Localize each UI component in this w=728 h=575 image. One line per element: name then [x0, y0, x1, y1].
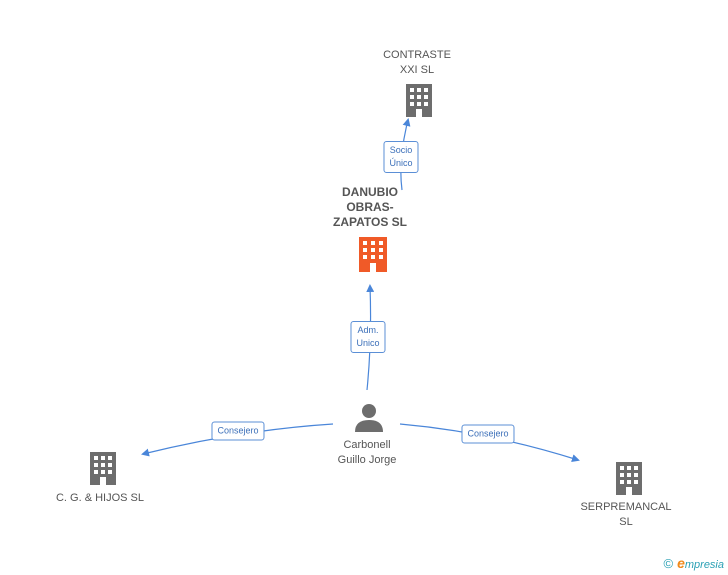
building-icon[interactable] [403, 83, 435, 117]
brand-name: mpresia [684, 559, 724, 571]
edge-label-consejero-right[interactable]: Consejero [461, 424, 515, 444]
edge-label-consejero-left[interactable]: Consejero [211, 421, 265, 441]
edge-label-socio-unico[interactable]: Socio Único [383, 141, 419, 173]
node-cg-label[interactable]: C. G. & HIJOS SL [55, 492, 145, 504]
node-person-label[interactable]: Carbonell Guillo Jorge [337, 439, 397, 466]
copyright-icon: © [663, 556, 674, 571]
building-icon[interactable] [357, 236, 389, 272]
person-icon[interactable] [354, 402, 384, 432]
node-danubio-label[interactable]: DANUBIO OBRAS- ZAPATOS SL [332, 185, 408, 229]
node-serpremancal-label[interactable]: SERPREMANCAL SL [580, 501, 672, 528]
building-icon[interactable] [87, 451, 119, 485]
building-icon[interactable] [613, 461, 645, 495]
empresia-logo: ©empresia [663, 555, 724, 571]
edge-label-adm-unico[interactable]: Adm. Unico [350, 321, 386, 353]
brand-initial: e [677, 555, 685, 571]
node-contraste-label[interactable]: CONTRASTE XXI SL [383, 49, 451, 76]
